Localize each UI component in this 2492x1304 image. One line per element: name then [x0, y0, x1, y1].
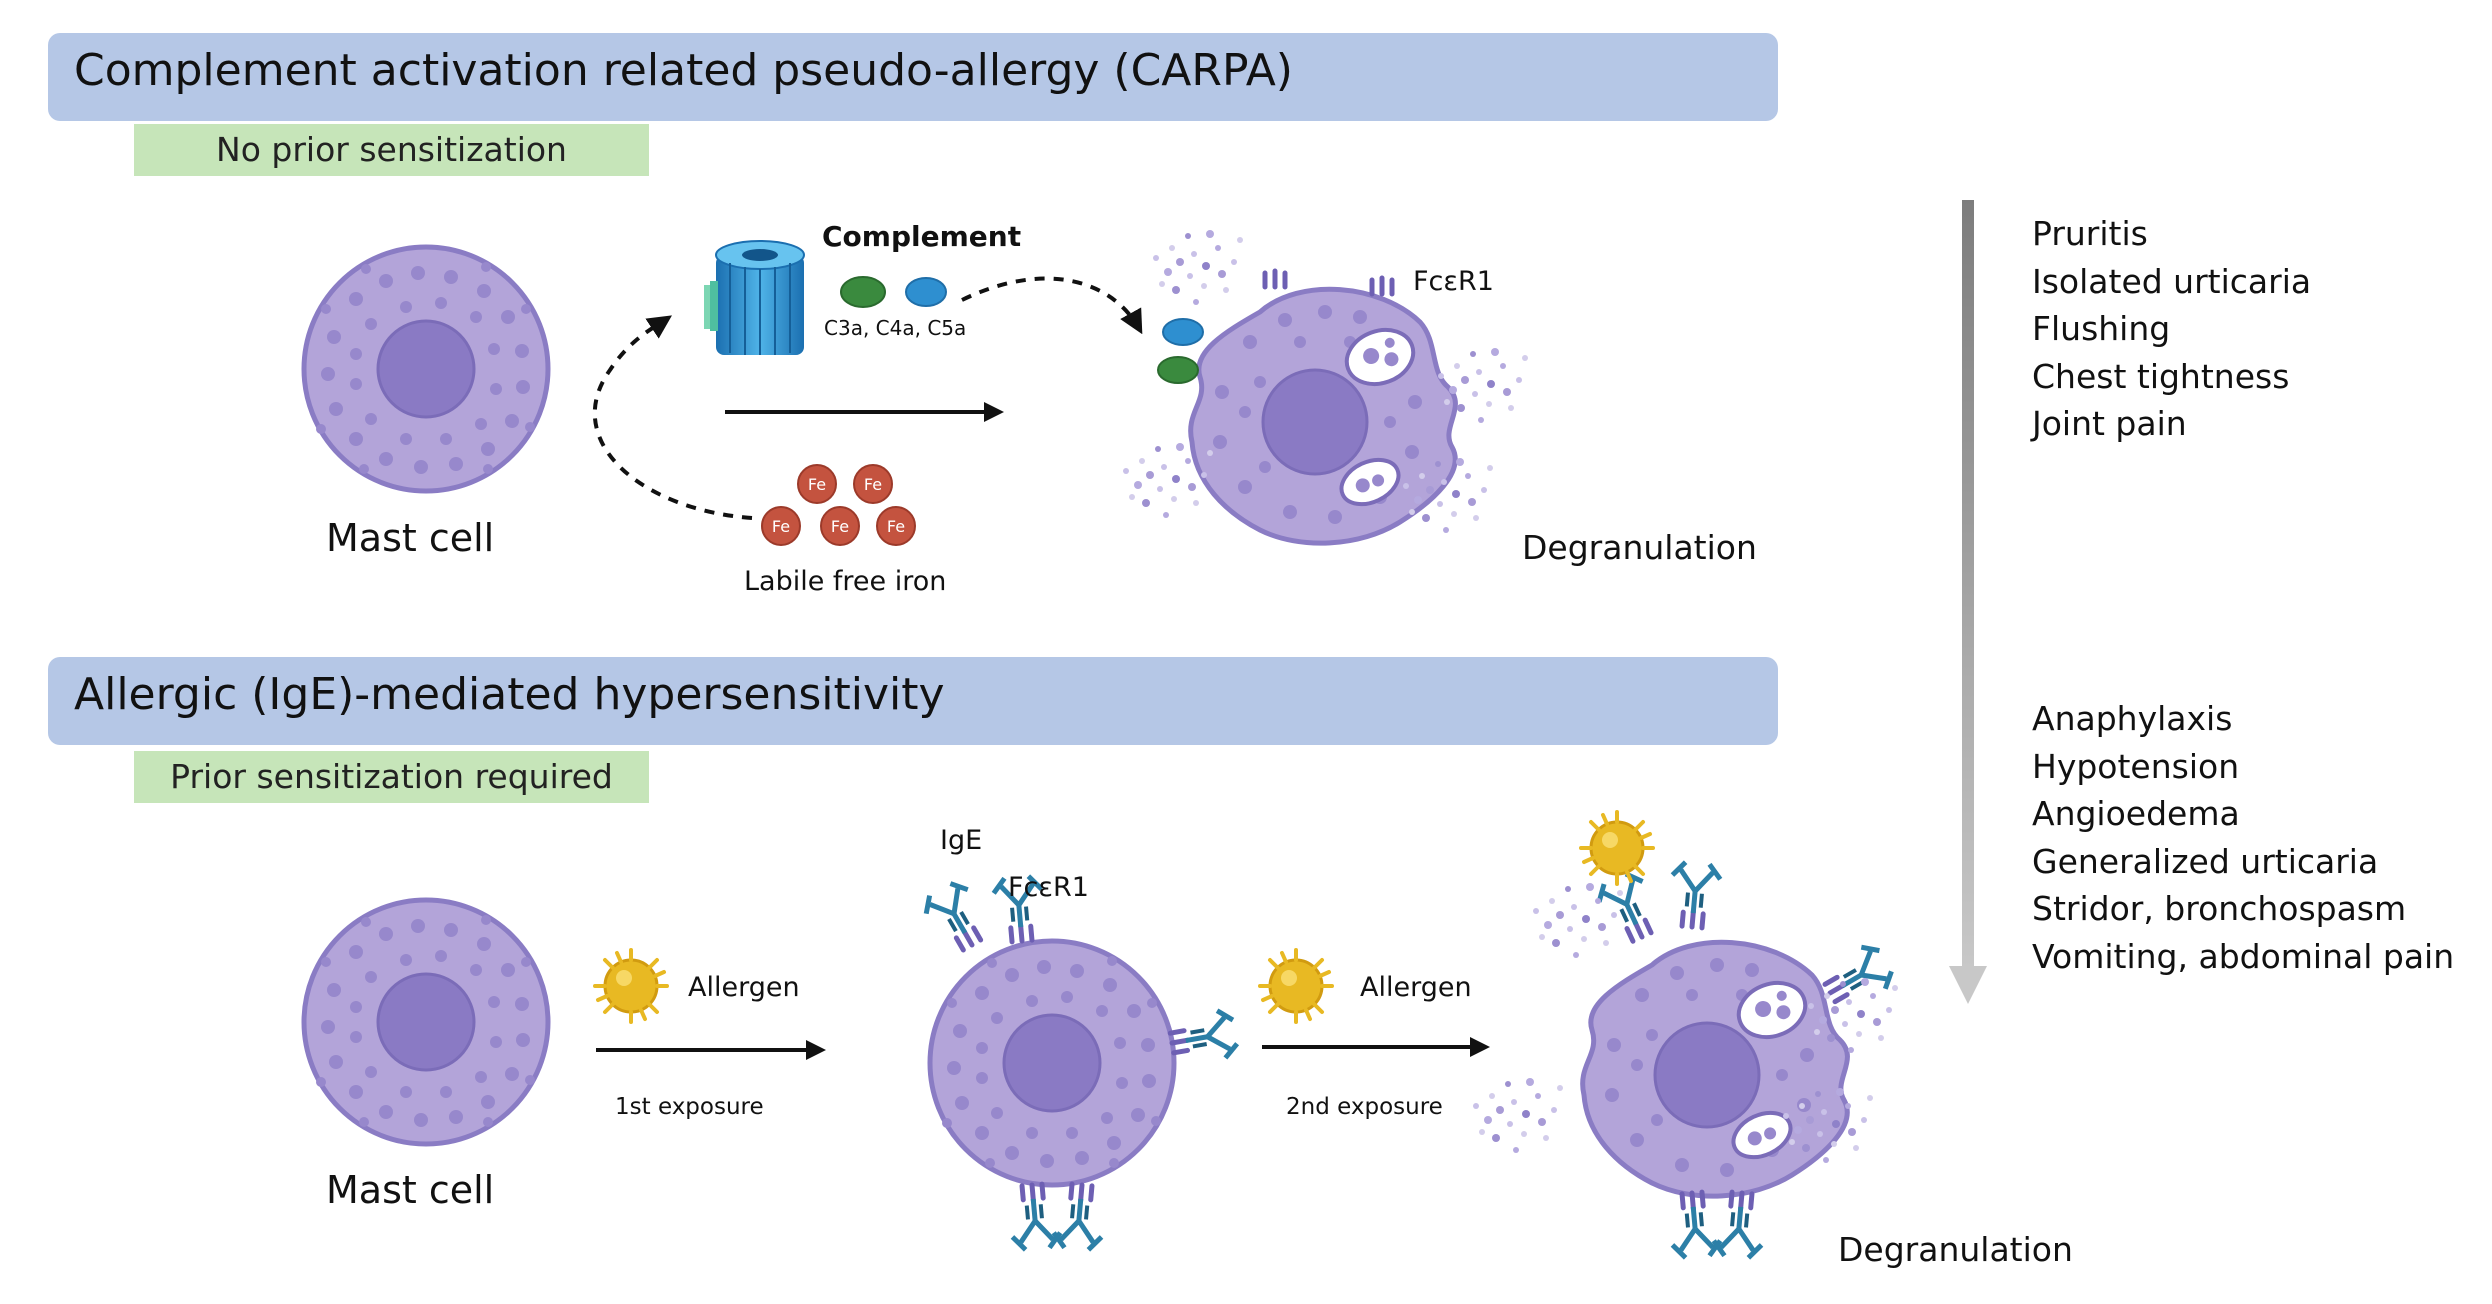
bound-allergen-icon [1579, 810, 1655, 886]
symptom-item: Vomiting, abdominal pain [2032, 936, 2455, 976]
iron-label: Labile free iron [744, 566, 947, 597]
symptom-item: Anaphylaxis [2032, 699, 2233, 738]
iron-symbol: Fe [772, 517, 790, 536]
allergen-label-2: Allergen [1360, 972, 1472, 1003]
carpa-sensitization-tag: No prior sensitization [134, 124, 649, 176]
sensitized-mast-cell [919, 875, 1239, 1251]
carpa-receptor-label: FcεR1 [1413, 266, 1494, 297]
second-exposure-label: 2nd exposure [1286, 1094, 1443, 1120]
complement-pore-icon [704, 240, 805, 355]
iron-symbol: Fe [831, 517, 849, 536]
ige-tag-text: Prior sensitization required [170, 757, 613, 796]
symptom-item: Generalized urticaria [2032, 841, 2379, 881]
mild-symptoms-list: Pruritis Isolated urticaria Flushing Che… [2032, 210, 2311, 448]
iron-symbols: Fe Fe Fe Fe Fe [772, 475, 905, 536]
ige-banner: Allergic (IgE)-mediated hypersensitivity [48, 657, 1778, 745]
severity-arrow [1949, 200, 1987, 1004]
complement-fragment-icons [840, 276, 947, 308]
allergen-label-1: Allergen [688, 972, 800, 1003]
bound-c5a-icon [1162, 318, 1204, 346]
symptom-item: Hypotension [2032, 746, 2240, 786]
complement-label: Complement [822, 220, 1022, 253]
allergen-icon-second [1258, 948, 1334, 1024]
ige-degranulation-label: Degranulation [1838, 1230, 2073, 1269]
symptom-item: Chest tightness [2032, 356, 2290, 396]
ige-title: Allergic (IgE)-mediated hypersensitivity [74, 669, 945, 720]
carpa-degranulation-label: Degranulation [1522, 528, 1757, 567]
carpa-mast-cell [304, 247, 548, 491]
symptom-item: Joint pain [2032, 404, 2187, 443]
bound-c3a-icon [1157, 356, 1199, 384]
symptom-item: Isolated urticaria [2032, 261, 2312, 301]
carpa-banner: Complement activation related pseudo-all… [48, 33, 1778, 121]
ige-label: IgE [940, 825, 983, 856]
iron-symbol: Fe [864, 475, 882, 494]
carpa-title: Complement activation related pseudo-all… [74, 45, 1293, 96]
symptom-item: Angioedema [2032, 794, 2240, 833]
symptom-item: Pruritis [2032, 214, 2148, 253]
severe-symptoms-list: Anaphylaxis Hypotension Angioedema Gener… [2032, 695, 2454, 980]
iron-symbol: Fe [887, 517, 905, 536]
carpa-mast-cell-label: Mast cell [326, 516, 495, 560]
ige-receptor-label: FcεR1 [1008, 872, 1089, 903]
symptom-item: Stridor, bronchospasm [2032, 889, 2407, 928]
carpa-complement-to-cell-arrow [961, 276, 1143, 335]
complement-fragments-label: C3a, C4a, C5a [824, 316, 967, 340]
symptom-item: Flushing [2032, 309, 2171, 348]
iron-symbol: Fe [808, 475, 826, 494]
ige-sensitization-tag: Prior sensitization required [134, 751, 649, 803]
ige-mast-cell-label: Mast cell [326, 1168, 495, 1212]
first-exposure-label: 1st exposure [615, 1094, 764, 1120]
ige-degranulating-cell [1583, 861, 1898, 1259]
labile-iron-icons [761, 464, 916, 546]
carpa-tag-text: No prior sensitization [216, 130, 567, 169]
allergen-icon [593, 948, 669, 1024]
ige-mast-cell [304, 900, 548, 1144]
